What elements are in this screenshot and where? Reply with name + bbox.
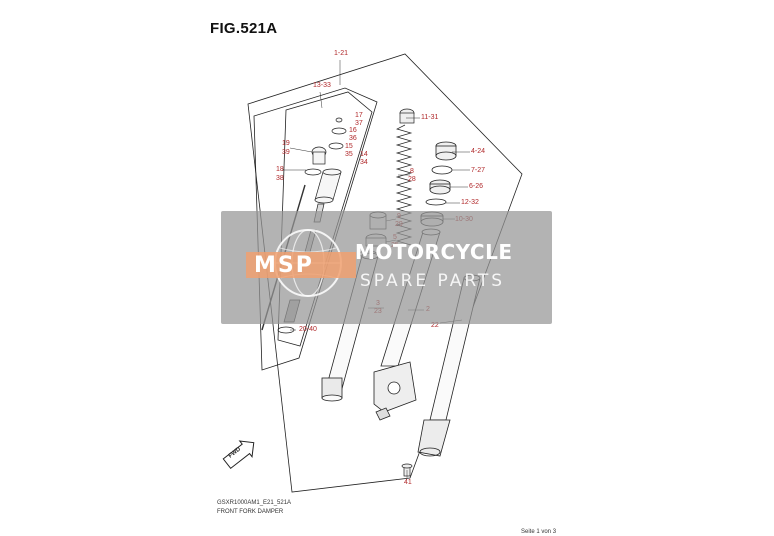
callout-36: 36 xyxy=(349,135,357,142)
callout-18: 18 xyxy=(276,166,284,173)
msp-logo-icon xyxy=(246,229,356,297)
page-info: Seite 1 von 3 xyxy=(521,529,557,535)
callout-19: 19 xyxy=(282,140,290,147)
watermark-line2: SPARE PARTS xyxy=(360,271,506,291)
model-code: GSXR1000AM1_E21_521A xyxy=(217,500,292,506)
callout-6-26: 6-26 xyxy=(469,183,484,190)
fwd-badge xyxy=(222,440,255,470)
callout-17: 17 xyxy=(355,112,363,119)
watermark-line1: MOTORCYCLE xyxy=(355,240,513,264)
callout-11-31: 11-31 xyxy=(421,114,439,121)
callout-37: 37 xyxy=(355,120,363,127)
assembly-name: FRONT FORK DAMPER xyxy=(217,509,284,515)
callout-41: 41 xyxy=(404,479,412,486)
callout-12-32: 12-32 xyxy=(461,199,479,206)
callout-1-21: 1-21 xyxy=(334,50,349,57)
callout-16: 16 xyxy=(349,127,357,134)
callout-22: 22 xyxy=(431,322,439,329)
watermark-logo-text: MSP xyxy=(254,253,314,278)
callout-39: 39 xyxy=(282,149,290,156)
callout-20-40: 20-40 xyxy=(299,326,317,333)
callout-4-24: 4-24 xyxy=(471,148,486,155)
callout-8: 8 xyxy=(410,168,414,175)
cartridge-tube xyxy=(314,171,342,201)
callout-35: 35 xyxy=(345,151,353,158)
callout-38: 38 xyxy=(276,175,284,182)
callout-13-33: 13-33 xyxy=(313,82,331,89)
callout-15: 15 xyxy=(345,143,353,150)
callout-14: 14 xyxy=(360,151,368,158)
figure-title: FIG.521A xyxy=(210,20,278,37)
callout-34: 34 xyxy=(360,159,368,166)
callout-7-27: 7-27 xyxy=(471,167,486,174)
callout-28: 28 xyxy=(408,176,416,183)
